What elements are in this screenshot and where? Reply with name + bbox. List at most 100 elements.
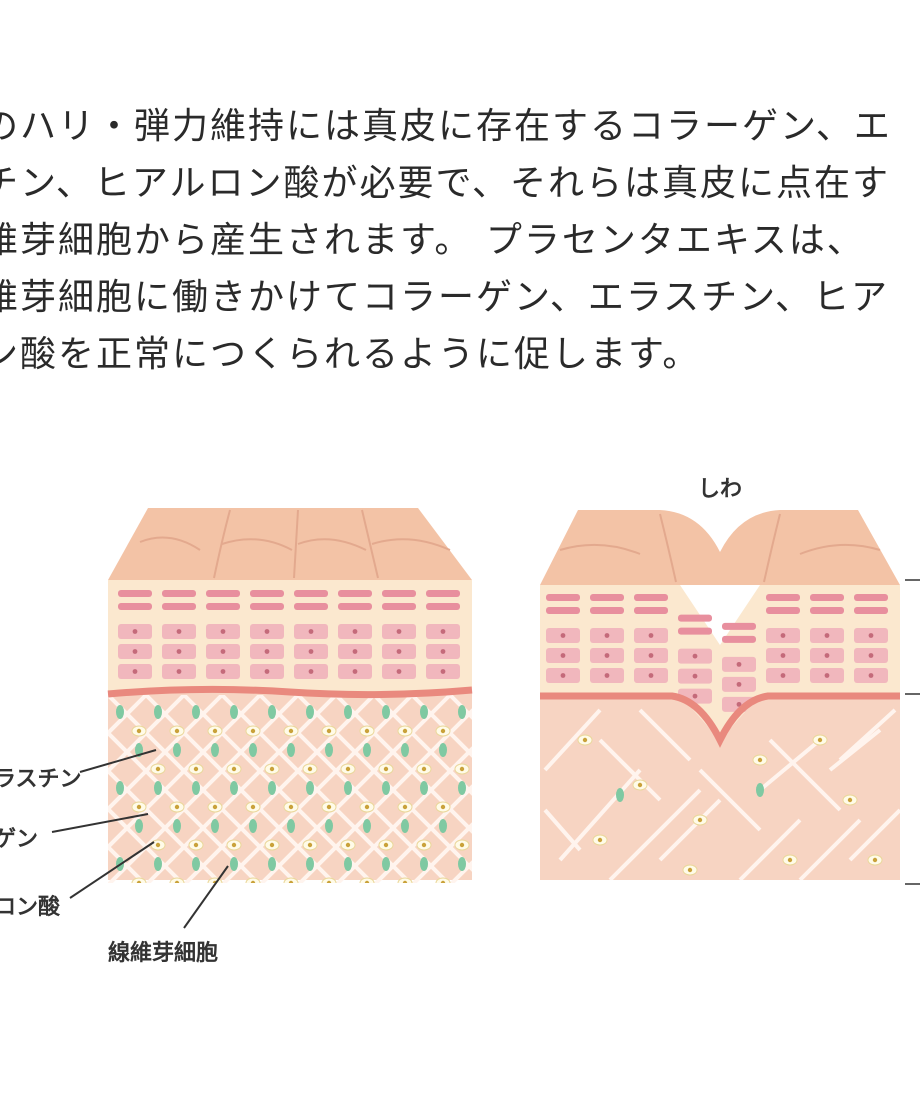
elastin-fiber [325, 819, 333, 833]
fibroblast-nucleus [383, 766, 389, 772]
fibroblast-nucleus [345, 766, 351, 772]
fibroblast-nucleus [479, 881, 483, 885]
collagen-fiber [183, 695, 376, 883]
collagen-fiber [108, 844, 147, 883]
cell-nucleus [220, 669, 226, 674]
fibroblast-nucleus [307, 766, 313, 772]
cell-nucleus [604, 673, 610, 678]
broken-collagen-fiber [658, 798, 722, 862]
broken-collagen-fiber [838, 708, 897, 762]
broken-collagen-fiber [768, 738, 842, 812]
fibroblast-nucleus [174, 804, 180, 810]
fibroblast-nucleus [697, 817, 703, 823]
collagen-fiber [108, 695, 224, 812]
fibroblast-nucleus [364, 804, 370, 810]
elastin-fiber [477, 819, 485, 833]
wrinkled-basement-membrane [540, 692, 900, 748]
flat-cell [722, 622, 756, 630]
elastin-fiber [363, 743, 371, 757]
cell-nucleus [132, 629, 138, 634]
flat-cell [678, 614, 712, 622]
label-hyaluronic-acid: ロン酸 [0, 895, 61, 920]
elastin-fiber [230, 781, 238, 795]
cell-nucleus [560, 673, 566, 678]
flat-cell [634, 607, 668, 614]
fibroblast-nucleus [440, 728, 446, 734]
fibroblast-nucleus [269, 766, 275, 772]
elastin-fiber [306, 705, 314, 719]
flat-cell [338, 590, 372, 597]
fibroblast-nucleus [231, 766, 237, 772]
fibroblast-nucleus [288, 880, 294, 883]
cell-nucleus [132, 669, 138, 674]
broken-collagen-fiber [798, 818, 862, 880]
elastin-fiber [420, 781, 428, 795]
fibroblast-nucleus [136, 728, 142, 734]
elastin-fiber [401, 743, 409, 757]
fibroblast-nucleus [479, 805, 483, 809]
cell-nucleus [692, 673, 698, 679]
elastin-fiber [287, 819, 295, 833]
fibroblast-cell [169, 877, 185, 883]
flat-cell [722, 635, 756, 643]
flat-cell [546, 594, 580, 601]
cell-nucleus [396, 629, 402, 634]
article-line-3: 維芽細胞から産生されます。 プラセンタエキスは、 [0, 220, 865, 261]
fibroblast-nucleus [364, 728, 370, 734]
cell-nucleus [396, 649, 402, 654]
cell-nucleus [736, 701, 742, 707]
cell-nucleus [560, 653, 566, 658]
elastin-fiber [616, 788, 624, 802]
fibroblast-nucleus [288, 728, 294, 734]
label-fibroblast: 線維芽細胞 [108, 940, 218, 966]
broken-collagen-fiber [543, 808, 582, 852]
article-line-5: ン酸を正常につくられるように促します。 [0, 334, 701, 375]
cell-nucleus [604, 653, 610, 658]
elastin-fiber [439, 743, 447, 757]
elastin-fiber [154, 781, 162, 795]
elastin-fiber [363, 819, 371, 833]
fibroblast-cell [397, 877, 413, 883]
flat-cell [766, 594, 800, 601]
fibroblast-nucleus [250, 880, 256, 883]
fibroblast-nucleus [383, 842, 389, 848]
cell-nucleus [824, 633, 830, 638]
cell-nucleus [780, 633, 786, 638]
fibroblast-nucleus [364, 880, 370, 883]
flat-cell [118, 590, 152, 597]
elastin-fiber [477, 743, 485, 757]
fibroblast-nucleus [326, 804, 332, 810]
elastin-fiber [439, 819, 447, 833]
elastin-fiber [173, 743, 181, 757]
cell-nucleus [264, 649, 270, 654]
cell-nucleus [648, 673, 654, 678]
flat-cell [810, 607, 844, 614]
elastin-fiber [154, 705, 162, 719]
flat-cell [206, 603, 240, 610]
fibroblast-nucleus [326, 728, 332, 734]
cell-nucleus [440, 669, 446, 674]
fibroblast-nucleus [787, 857, 793, 863]
cell-nucleus [308, 649, 314, 654]
elastin-fiber [173, 819, 181, 833]
elastin-fiber [401, 819, 409, 833]
cell-nucleus [220, 629, 226, 634]
flat-cell [382, 603, 416, 610]
fibroblast-cell [474, 726, 488, 736]
elastin-fiber [458, 857, 466, 871]
flat-cell [766, 607, 800, 614]
fibroblast-cell [283, 877, 299, 883]
article-line-4: 維芽細胞に働きかけてコラーゲン、エラスチン、ヒア [0, 277, 889, 318]
broken-collagen-fiber [543, 708, 602, 772]
cell-nucleus [176, 669, 182, 674]
cell-nucleus [176, 629, 182, 634]
elastin-fiber [230, 705, 238, 719]
fibroblast-nucleus [459, 842, 465, 848]
label-wrinkle: しわ [698, 477, 742, 502]
cell-nucleus [648, 633, 654, 638]
fibroblast-nucleus [582, 737, 588, 743]
cell-nucleus [352, 629, 358, 634]
fibroblast-nucleus [421, 766, 427, 772]
collagen-fiber [108, 695, 186, 774]
flat-cell [118, 603, 152, 610]
